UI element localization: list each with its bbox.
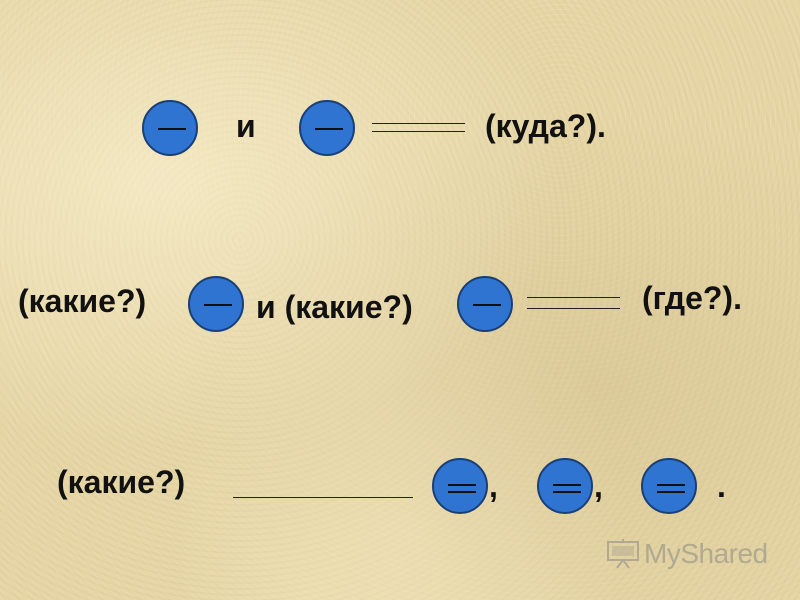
single-underline [473,304,501,306]
double-underline-bottom [448,491,476,493]
predicate-circle [432,458,488,514]
row2-question-left: (какие?) [18,283,147,319]
presentation-board-icon [607,539,639,569]
row1-conjunction: и [236,108,256,144]
row3-comma-2: , [594,468,603,504]
predicate-line-bottom [372,131,465,132]
subject-circle [457,276,513,332]
watermark-logo: MyShared [606,536,768,572]
double-underline-top [448,484,476,486]
row2-question-right: (где?). [642,280,742,316]
single-underline [158,128,186,130]
row3-question: (какие?) [57,464,186,500]
watermark-text: MyShared [644,538,768,569]
predicate-line-bottom [527,308,620,309]
row3-period: . [717,468,726,504]
double-underline-top [553,484,581,486]
double-underline-bottom [657,491,685,493]
predicate-circle [537,458,593,514]
double-underline-bottom [553,491,581,493]
predicate-circle [641,458,697,514]
subject-circle [142,100,198,156]
single-underline [204,304,232,306]
double-underline-top [657,484,685,486]
row1-question: (куда?). [485,108,606,144]
predicate-line-top [527,297,620,298]
predicate-line-top [372,123,465,124]
single-underline [315,128,343,130]
subject-line [233,497,413,498]
row2-conj-question: и (какие?) [256,289,413,325]
subject-circle [299,100,355,156]
row3-comma-1: , [489,468,498,504]
subject-circle [188,276,244,332]
